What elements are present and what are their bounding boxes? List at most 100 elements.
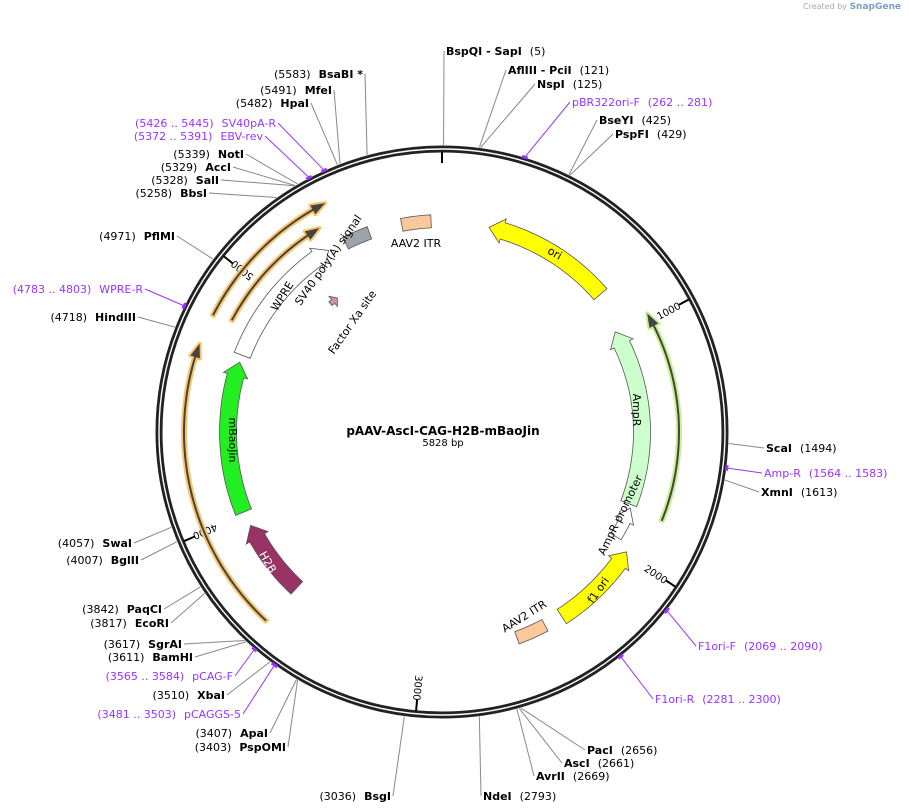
label-name: SwaI <box>102 537 132 550</box>
primer-mark[interactable] <box>270 661 279 669</box>
feature-wpre[interactable] <box>233 247 330 359</box>
primer-pbr322ori-f[interactable]: pBR322ori-F(262 .. 281) <box>572 96 712 109</box>
enzyme-site-swai[interactable]: (4057)SwaI <box>58 537 132 550</box>
primer-wpre-r[interactable]: (4783 .. 4803)WPRE-R <box>13 283 143 296</box>
enzyme-site-xbai[interactable]: (3510)XbaI <box>153 689 225 702</box>
primer-mark[interactable] <box>320 167 328 173</box>
enzyme-site-avrii[interactable]: AvrII(2669) <box>536 770 610 783</box>
orf-arc[interactable] <box>181 341 269 624</box>
leader-line <box>183 639 245 645</box>
primer-mark[interactable] <box>181 302 187 310</box>
label-name: ApaI <box>240 727 268 740</box>
primer-f1ori-r[interactable]: F1ori-R(2281 .. 2300) <box>655 693 781 706</box>
feature-h2b[interactable] <box>245 524 304 595</box>
label-position: (2661) <box>597 757 635 770</box>
feature-label: AmpR promoter <box>595 473 645 558</box>
primer-mark[interactable] <box>305 174 313 181</box>
tick-mark <box>415 699 419 711</box>
enzyme-site-apai[interactable]: (3407) ApaI <box>196 727 269 740</box>
label-position: (3403) <box>194 741 232 754</box>
enzyme-site-bbsi[interactable]: (5258)BbsI <box>136 187 208 200</box>
enzyme-site-ecori[interactable]: (3817)EcoRI <box>90 617 169 630</box>
primer-pcag-f[interactable]: (3565 .. 3584)pCAG-F <box>106 670 233 683</box>
primer-sv40pa-r[interactable]: (5426 .. 5445)SV40pA-R <box>135 117 276 130</box>
primer-mark[interactable] <box>521 154 529 160</box>
orf-arc[interactable] <box>210 201 328 318</box>
feature-ampr-promoter[interactable] <box>610 507 635 541</box>
enzyme-site-bspqi[interactable]: BspQI - SapI(5) <box>446 45 545 58</box>
position-value: 5328 <box>155 174 184 187</box>
feature-ori[interactable] <box>488 218 608 301</box>
feature-ampr[interactable] <box>609 331 651 508</box>
enzyme-site-asci[interactable]: AscI(2661) <box>564 757 634 770</box>
label-name: NdeI <box>483 790 512 803</box>
leader-line <box>176 235 214 260</box>
enzyme-site-nspi[interactable]: NspI(125) <box>537 78 602 91</box>
label-position: (3510) <box>152 689 190 702</box>
enzyme-site-pflmi[interactable]: (4971)PflMI <box>99 230 175 243</box>
enzyme-site-bglii[interactable]: (4007)BglII <box>66 554 139 567</box>
enzyme-site-acci[interactable]: (5329)AccI <box>161 161 231 174</box>
enzyme-site-pspfi[interactable]: PspFI(429) <box>615 128 687 141</box>
enzyme-site-sali[interactable]: (5328)SalI <box>151 174 219 187</box>
label-position: (3481 .. 3503) <box>97 708 176 721</box>
enzyme-site-hpai[interactable]: (5482)HpaI <box>236 97 309 110</box>
primer-ebv-rev[interactable]: (5372 .. 5391)EBV-rev <box>134 130 263 143</box>
label-position: (3036) <box>319 790 357 803</box>
primer-mark[interactable] <box>251 646 258 653</box>
enzyme-site-bsgi[interactable]: (3036)BsgI <box>320 790 392 803</box>
label-name: ScaI <box>766 442 792 455</box>
feature-aav2-itr[interactable] <box>514 618 549 645</box>
orf-arc[interactable] <box>228 226 322 323</box>
leader-line <box>310 102 338 165</box>
primer-amp-r[interactable]: Amp-R(1564 .. 1583) <box>764 467 887 480</box>
primer-mark[interactable] <box>663 606 670 614</box>
enzyme-site-mfei[interactable]: (5491)MfeI <box>260 84 332 97</box>
primer-mark[interactable] <box>617 653 624 660</box>
position-value: 262 .. 281 <box>652 96 709 109</box>
label-position: (2281 .. 2300) <box>702 693 781 706</box>
leader-line <box>245 153 298 185</box>
feature-f1-ori[interactable] <box>556 551 630 625</box>
label-position: (5) <box>529 45 546 58</box>
enzyme-site-bseyi[interactable]: BseYI(425) <box>599 114 671 127</box>
feature-sv40-poly-a-signal[interactable] <box>342 226 373 250</box>
enzyme-site-ndei[interactable]: NdeI(2793) <box>483 790 556 803</box>
enzyme-site-noti[interactable]: (5339)NotI <box>173 148 244 161</box>
position-value: 125 <box>577 78 599 91</box>
enzyme-site-bamhi[interactable]: (3611)BamHI <box>108 651 193 664</box>
enzyme-site-hindiii[interactable]: (4718)HindIII <box>50 311 136 324</box>
snapgene-logo: SnapGene <box>849 2 901 12</box>
enzyme-site-pspomi[interactable]: (3403)PspOMI <box>195 741 286 754</box>
position-value: 2793 <box>523 790 552 803</box>
leader-line <box>524 101 571 158</box>
label-name: SalI <box>195 174 219 187</box>
enzyme-site-scai[interactable]: ScaI(1494) <box>766 442 837 455</box>
leader-line <box>516 708 535 777</box>
primer-mark[interactable] <box>724 464 729 472</box>
feature-mbaojin[interactable] <box>219 361 253 516</box>
label-position: (262 .. 281) <box>647 96 713 109</box>
feature-aav2-itr[interactable] <box>400 214 432 232</box>
enzyme-site-xmni[interactable]: XmnI(1613) <box>761 486 837 499</box>
position-value: 5482 <box>240 97 269 110</box>
enzyme-site-paqci[interactable]: (3842)PaqCI <box>82 603 162 616</box>
label-position: (3407) <box>195 727 233 740</box>
label-name: BbsI <box>180 187 207 200</box>
enzyme-site-bsabi[interactable]: (5583)BsaBI * <box>274 68 363 81</box>
label-name: BseYI <box>599 114 634 127</box>
leader-line <box>480 83 536 148</box>
feature-factor-xa-site[interactable] <box>327 295 338 308</box>
feature-label: ori <box>545 244 564 262</box>
leader-line <box>364 73 368 155</box>
enzyme-site-paci[interactable]: PacI(2656) <box>587 744 657 757</box>
enzyme-site-sgrai[interactable]: (3617)SgrAI <box>104 638 182 651</box>
primer-f1ori-f[interactable]: F1ori-F(2069 .. 2090) <box>698 640 823 653</box>
position-value: 5 <box>534 45 542 58</box>
enzyme-site-afliii[interactable]: AflIII - PciI(121) <box>508 64 609 77</box>
leader-line <box>269 679 297 734</box>
snapgene-credit: Created by SnapGene <box>803 2 901 12</box>
primer-pcaggs-5[interactable]: (3481 .. 3503)pCAGGS-5 <box>97 708 241 721</box>
position-value: 3510 <box>156 689 185 702</box>
orf-arc[interactable] <box>645 311 682 524</box>
